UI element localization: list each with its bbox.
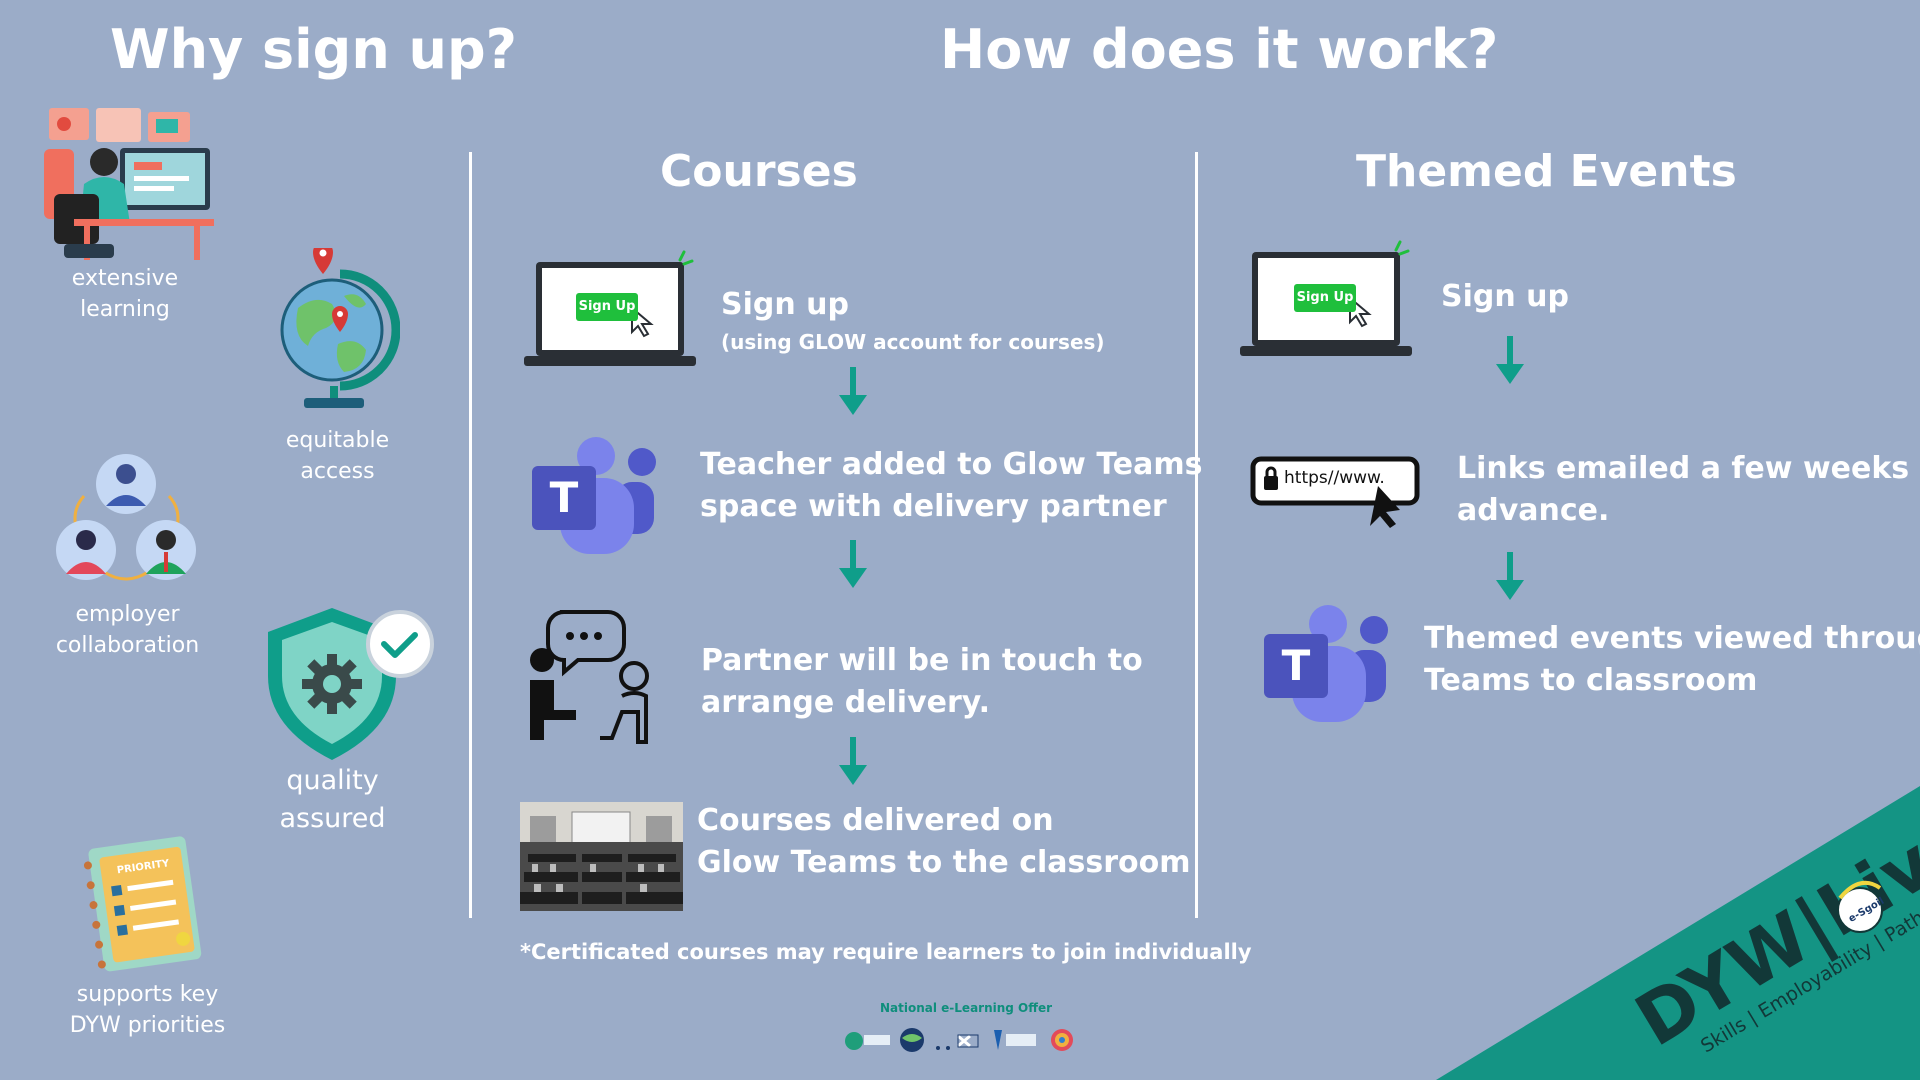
events-step-links-text: Links emailed a few weeks in advance.	[1457, 451, 1920, 528]
benefit-dyw-priorities: supports key DYW priorities	[69, 982, 226, 1038]
teams-icon: T	[1262, 604, 1392, 724]
events-title: Themed Events	[1356, 146, 1737, 197]
dyw-live-brand: DYW|Live Skills | Employability | Pathwa…	[1436, 786, 1920, 1080]
how-title: How does it work?	[940, 18, 1499, 81]
footnote: *Certificated courses may require learne…	[520, 940, 1252, 964]
benefit-employer-collaboration: employer collaboration	[55, 602, 200, 658]
partner-logos	[845, 1028, 1073, 1052]
courses-step-signup-subtitle: (using GLOW account for courses)	[721, 330, 1105, 354]
priority-notebook-icon: PRIORITY	[83, 836, 202, 972]
events-arrow-2	[1493, 552, 1527, 602]
why-title: Why sign up?	[110, 18, 517, 81]
events-arrow-1	[1493, 336, 1527, 386]
people-network-icon	[56, 454, 196, 581]
signup-button-graphic: Sign Up	[1294, 284, 1356, 312]
shield-gear-icon	[268, 608, 434, 760]
national-offer-label: National e-Learning Offer	[880, 1001, 1053, 1015]
teams-letter: T	[549, 473, 579, 522]
courses-step-partner-text: Partner will be in touch to arrange deli…	[701, 643, 1143, 720]
courses-arrow-1	[836, 367, 870, 417]
divider-left	[469, 152, 472, 918]
url-text: https//www.	[1284, 468, 1385, 488]
events-step-themed-text: Themed events viewed through Teams to cl…	[1424, 621, 1920, 698]
benefit-quality-assured: quality assured	[279, 765, 386, 834]
signup-button-graphic: Sign Up	[576, 293, 638, 321]
divider-right	[1195, 152, 1198, 918]
benefit-equitable-access: equitable access	[285, 428, 390, 484]
events-step-signup-title: Sign up	[1441, 279, 1569, 314]
benefit-extensive-learning: extensive learning	[71, 266, 179, 322]
laptop-signup-icon: Sign Up	[524, 244, 696, 368]
conversation-icon	[530, 610, 649, 744]
courses-arrow-3	[836, 737, 870, 787]
url-bar-icon: https//www.	[1250, 456, 1420, 528]
courses-step-teams-text: Teacher added to Glow Teams space with d…	[700, 447, 1203, 524]
courses-step-delivered-text: Courses delivered on Glow Teams to the c…	[697, 803, 1191, 880]
classroom-photo	[520, 802, 683, 911]
teams-letter: T	[1281, 641, 1311, 690]
courses-step-signup-title: Sign up	[721, 287, 849, 322]
laptop-signup-icon: Sign Up	[1240, 236, 1412, 360]
courses-arrow-2	[836, 540, 870, 590]
person-at-computer-icon	[44, 108, 214, 260]
globe-icon	[280, 248, 400, 408]
teams-icon: T	[530, 436, 660, 556]
courses-title: Courses	[660, 146, 858, 197]
